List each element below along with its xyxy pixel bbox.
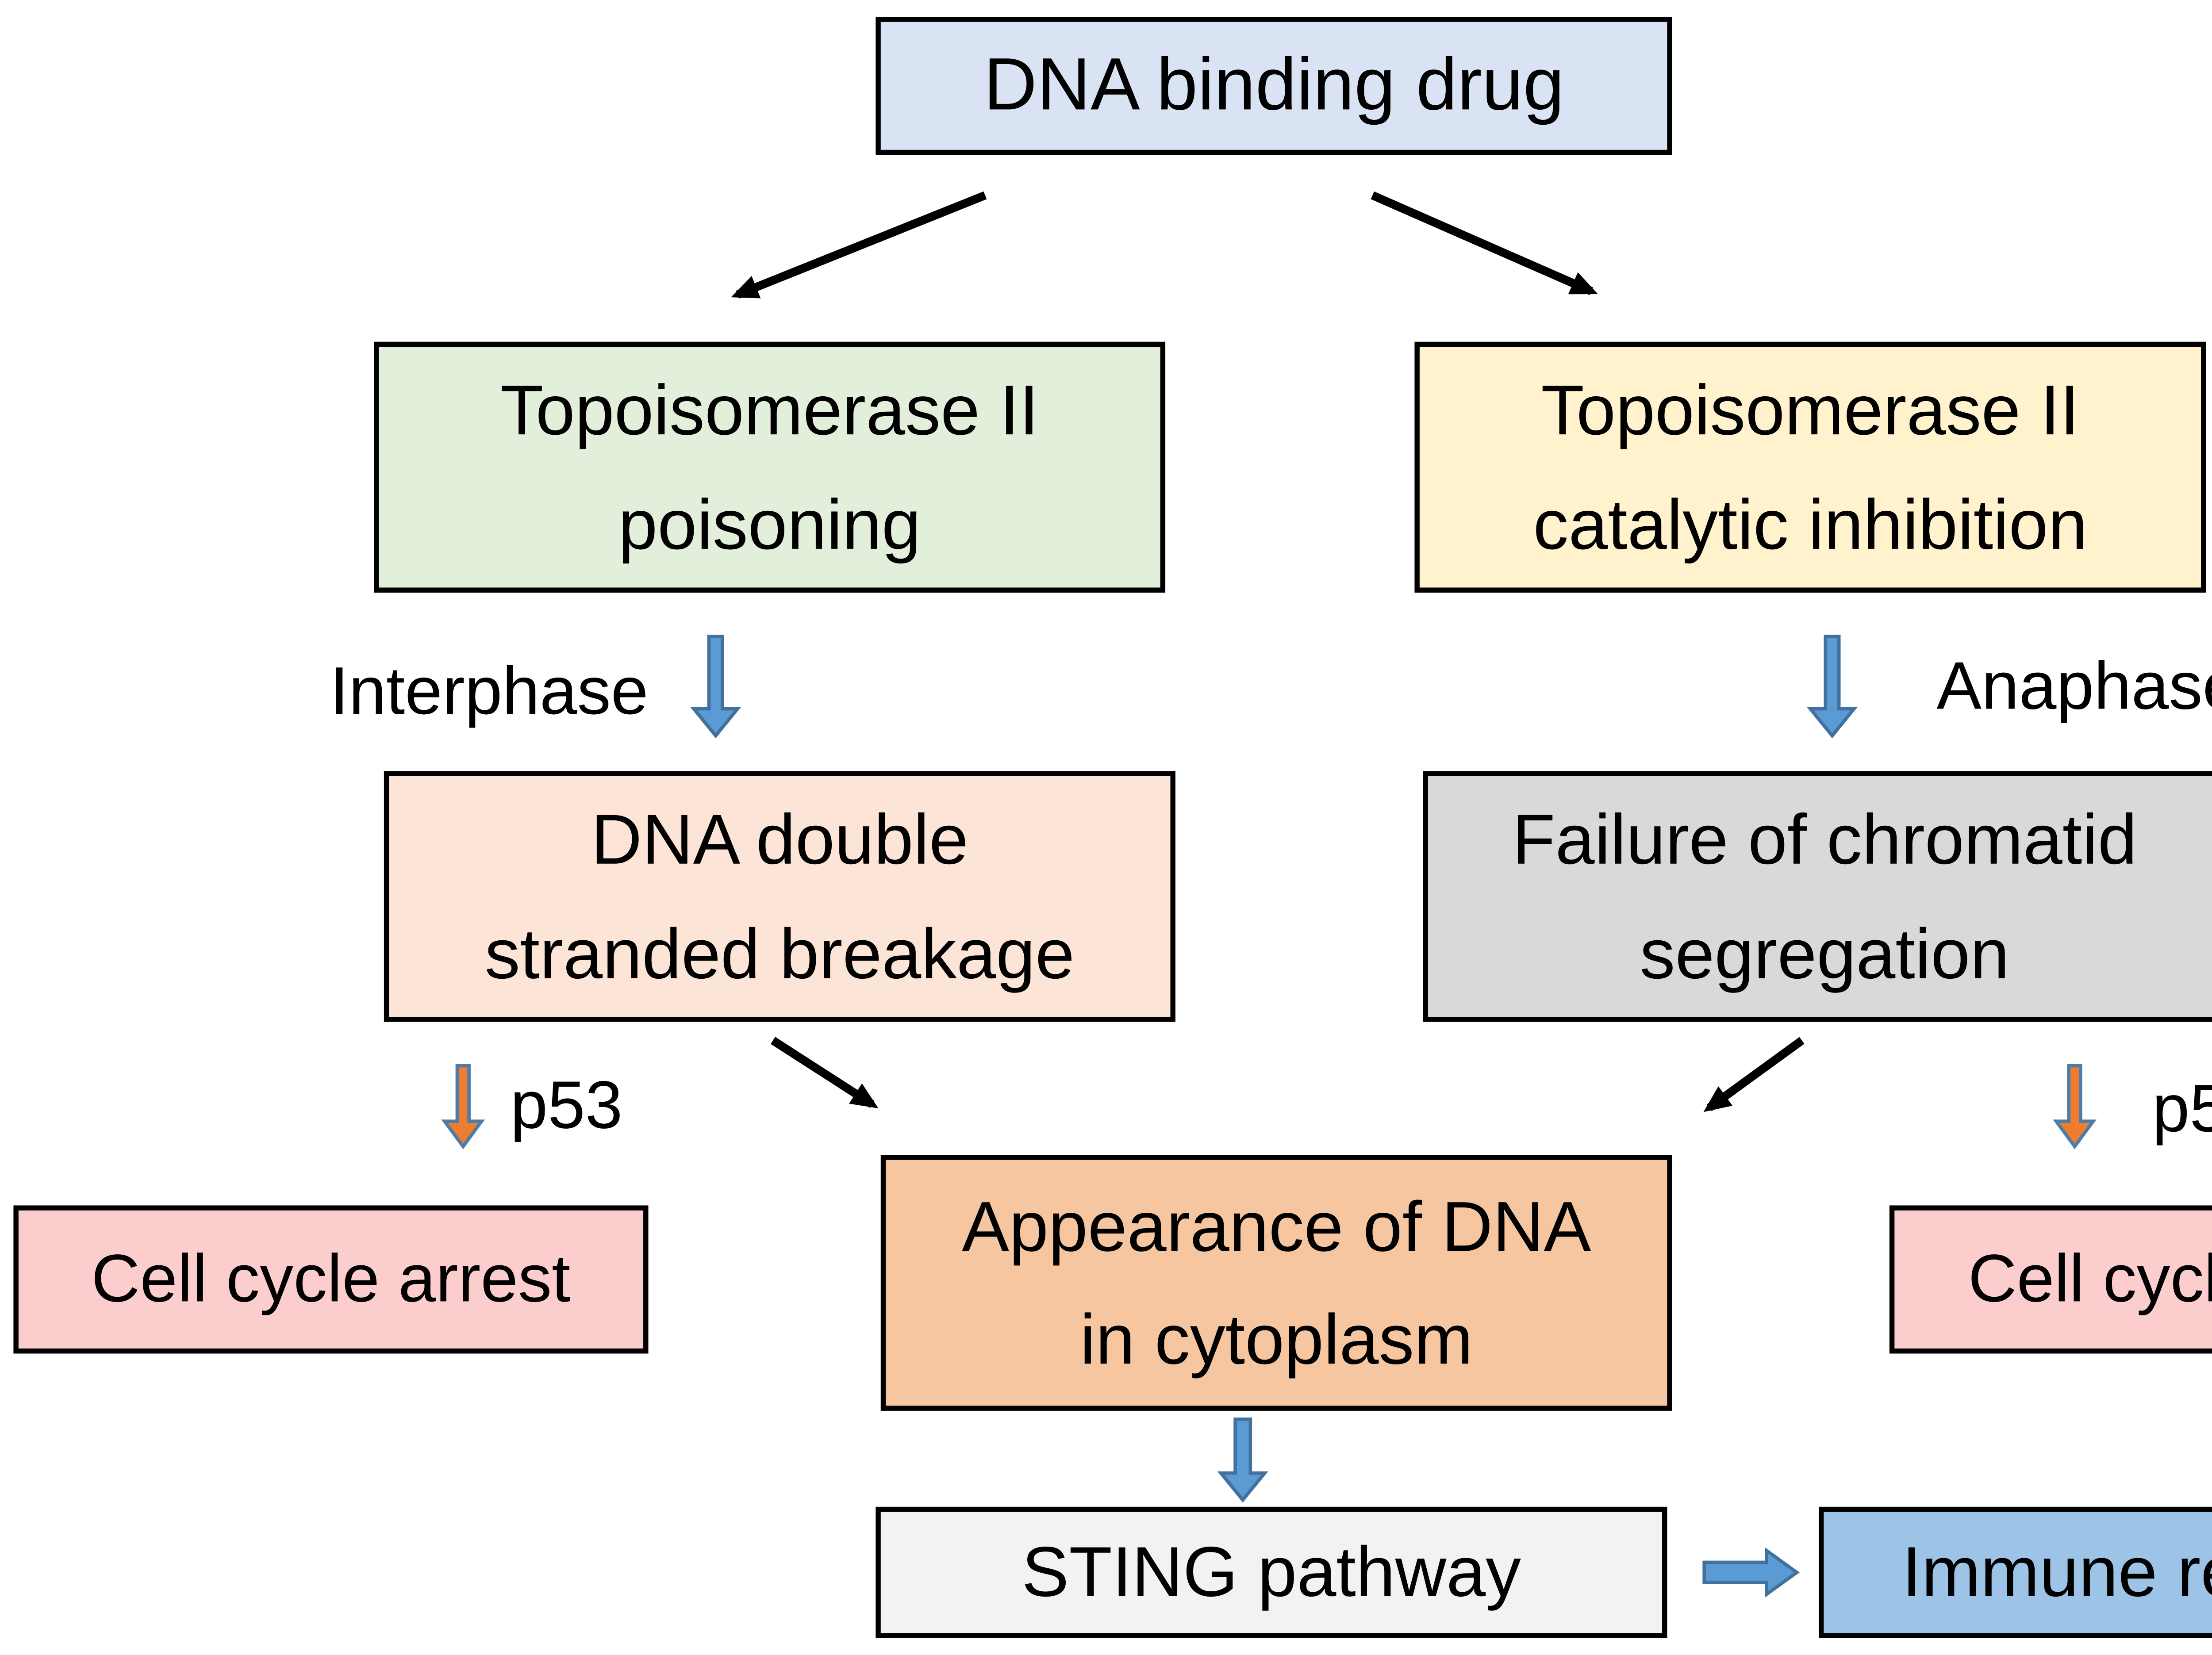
node-appearance-dna-cytoplasm: Appearance of DNA in cytoplasm xyxy=(880,1155,1672,1411)
node-sting-pathway: STING pathway xyxy=(876,1506,1667,1638)
arrow-segregation-to-cytoplasm-icon xyxy=(1703,1037,1805,1112)
arrow-p53-left-icon xyxy=(441,1064,485,1149)
node-label-line2: poisoning xyxy=(618,484,921,563)
node-label-line2: stranded breakage xyxy=(484,913,1075,992)
node-failure-chromatid-segregation: Failure of chromatid segregation xyxy=(1423,771,2212,1022)
node-cell-cycle-arrest-right: Cell cycle arrest xyxy=(1889,1205,2212,1354)
node-label-line1: Topoisomerase II xyxy=(1541,371,2080,450)
node-topoisomerase-catalytic-inhibition: Topoisomerase II catalytic inhibition xyxy=(1414,341,2206,593)
label-p53-right: p53 xyxy=(2152,1072,2212,1147)
node-label: STING pathway xyxy=(1022,1532,1521,1612)
node-immune-responses: Immune responses xyxy=(1819,1506,2212,1638)
node-label-line1: Topoisomerase II xyxy=(500,371,1039,450)
arrow-drug-to-catalytic-icon xyxy=(1371,191,1598,295)
node-label: Cell cycle arrest xyxy=(1968,1242,2212,1317)
node-label: Cell cycle arrest xyxy=(91,1242,571,1317)
node-topoisomerase-poisoning: Topoisomerase II poisoning xyxy=(374,341,1166,593)
label-p53-left: p53 xyxy=(510,1069,623,1143)
node-label: Immune responses xyxy=(1902,1532,2212,1612)
node-dna-double-stranded-breakage: DNA double stranded breakage xyxy=(384,771,1175,1022)
node-label-line2: in cytoplasm xyxy=(1080,1299,1473,1379)
arrow-breakage-to-cytoplasm-icon xyxy=(771,1037,879,1108)
label-anaphase: Anaphase xyxy=(1936,650,2212,724)
node-label-line1: DNA double xyxy=(591,800,969,880)
arrow-sting-to-immune-icon xyxy=(1702,1547,1800,1598)
node-cell-cycle-arrest-left: Cell cycle arrest xyxy=(13,1205,649,1354)
label-interphase: Interphase xyxy=(330,655,649,729)
node-label-line2: segregation xyxy=(1640,913,2010,992)
arrow-anaphase-down-icon xyxy=(1806,635,1858,739)
node-label-line1: Failure of chromatid xyxy=(1512,800,2137,880)
arrow-cytoplasm-to-sting-icon xyxy=(1217,1417,1268,1503)
node-dna-binding-drug: DNA binding drug xyxy=(876,17,1672,155)
arrow-p53-right-icon xyxy=(2053,1064,2097,1149)
arrow-drug-to-poisoning-icon xyxy=(731,191,987,299)
arrow-interphase-down-icon xyxy=(690,635,741,739)
node-label-line1: Appearance of DNA xyxy=(962,1186,1591,1266)
node-label: DNA binding drug xyxy=(983,43,1565,126)
node-label-line2: catalytic inhibition xyxy=(1533,484,2088,563)
